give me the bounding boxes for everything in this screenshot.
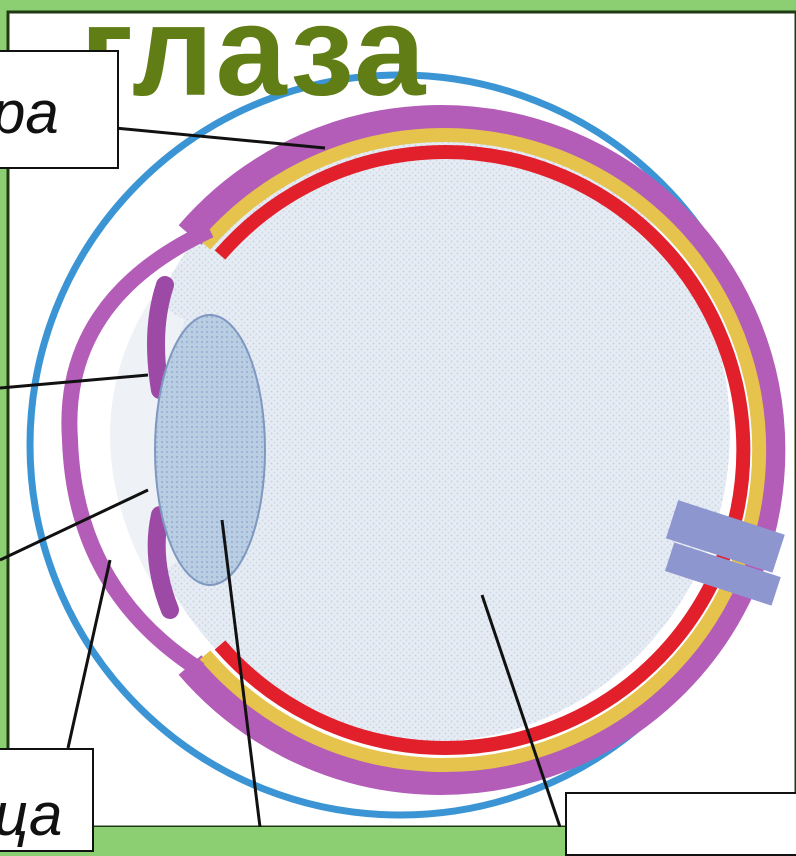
slide-title: глаза <box>80 0 427 125</box>
label-box-bottom-left: ца <box>0 748 94 852</box>
label-box-bottom-right <box>565 792 796 856</box>
eye-diagram-slide: глаза ра ца <box>0 0 796 827</box>
lens <box>155 315 265 585</box>
label-text-top-left: ра <box>0 78 59 147</box>
label-text-bottom-left: ца <box>0 780 62 849</box>
label-box-top-left: ра <box>0 50 119 169</box>
